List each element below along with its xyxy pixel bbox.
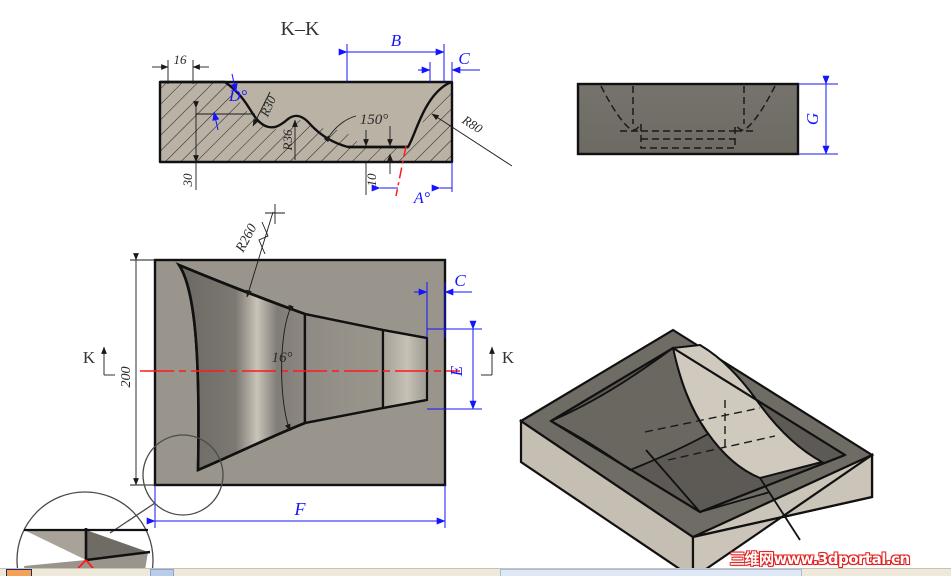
dim-C-plan-label: C bbox=[454, 271, 466, 290]
dim-200-label: 200 bbox=[119, 367, 134, 388]
dim-16: 16 bbox=[152, 52, 209, 84]
section-hatch-region bbox=[160, 82, 452, 162]
radius-R80-label: R80 bbox=[459, 112, 486, 137]
iso-front-right-face-2 bbox=[691, 452, 874, 576]
plan-pocket-tail bbox=[381, 328, 429, 410]
dim-E: E bbox=[427, 320, 482, 410]
dim-B: B bbox=[338, 31, 445, 82]
iso-cavity-rim-lower bbox=[550, 420, 846, 514]
iso-hidden-edges bbox=[644, 400, 776, 461]
angle-16: 16° bbox=[272, 304, 295, 432]
dim-30: 30 bbox=[180, 101, 255, 190]
dim-10-label: 10 bbox=[364, 173, 379, 187]
section-mark-left: K bbox=[83, 346, 115, 376]
end-view-hidden-edges bbox=[600, 85, 776, 149]
section-outer-rect bbox=[158, 80, 454, 164]
dim-C-section: C bbox=[418, 49, 480, 82]
iso-cavity-steps bbox=[645, 449, 801, 541]
dim-B-label: B bbox=[391, 31, 402, 50]
section-pocket-profile bbox=[160, 80, 453, 149]
detail-indicator bbox=[109, 434, 224, 534]
detail-view bbox=[16, 491, 154, 576]
detail-sector-upper-right bbox=[86, 530, 148, 560]
end-view-body bbox=[576, 82, 800, 156]
section-mark-left-label: K bbox=[83, 348, 96, 367]
dim-G-label: G bbox=[803, 113, 822, 125]
dim-E-label: E bbox=[447, 365, 466, 377]
dim-16-label: 16 bbox=[174, 52, 188, 67]
detail-sector-upper-left bbox=[24, 530, 86, 560]
angle-150: 150° bbox=[323, 112, 389, 143]
draft-centerline-red bbox=[395, 145, 407, 197]
dim-G: G bbox=[798, 75, 838, 155]
isometric-view bbox=[518, 328, 875, 576]
angle-A-label: A° bbox=[413, 190, 431, 207]
radius-R36: R36 bbox=[280, 119, 298, 160]
chrome-tab-c[interactable] bbox=[500, 569, 802, 576]
angle-D: D° bbox=[212, 73, 248, 131]
section-mark-right-label: K bbox=[502, 348, 515, 367]
section-mark-right: K bbox=[481, 346, 515, 376]
angle-D-label: D° bbox=[228, 88, 248, 105]
angle-A: A° bbox=[371, 145, 453, 207]
angle-150-label: 150° bbox=[360, 112, 389, 128]
plan-pocket-left-wall bbox=[177, 264, 200, 471]
radius-R36-label: R36 bbox=[280, 129, 295, 151]
end-view: G bbox=[576, 75, 838, 156]
bottom-chrome-bar bbox=[0, 568, 951, 576]
dim-200: 200 bbox=[119, 253, 156, 486]
dim-30-label: 30 bbox=[180, 173, 195, 188]
plan-pocket-bottom-edge bbox=[197, 398, 428, 472]
section-view-kk: K–K B bbox=[152, 18, 513, 207]
dim-C-label: C bbox=[458, 49, 470, 68]
dim-10: 10 bbox=[363, 126, 393, 195]
dim-F: F bbox=[146, 485, 446, 528]
chrome-tab-a[interactable] bbox=[6, 569, 32, 576]
chrome-tab-b[interactable] bbox=[150, 569, 174, 576]
angle-16-label: 16° bbox=[272, 350, 293, 366]
iso-cavity-rim bbox=[550, 346, 846, 456]
dim-F-label: F bbox=[294, 499, 307, 519]
plan-view: R260 16° 200 K bbox=[83, 204, 515, 534]
plan-pocket-mid bbox=[303, 312, 385, 425]
section-title: K–K bbox=[281, 18, 320, 40]
radius-R260-label: R260 bbox=[233, 222, 261, 256]
